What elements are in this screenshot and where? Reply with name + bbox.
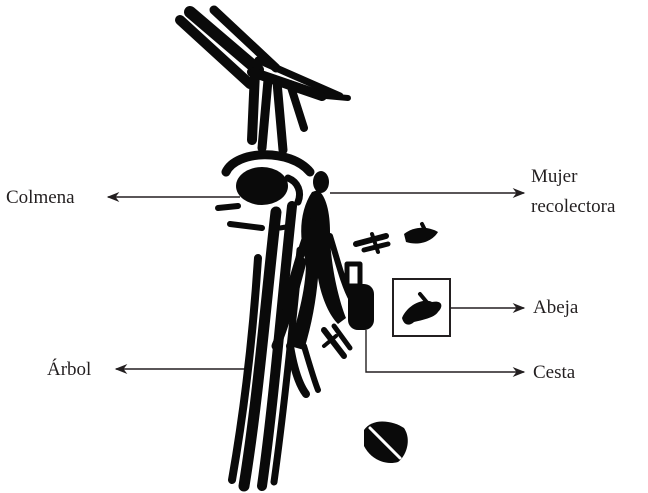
- label-mujer-line2: recolectora: [531, 196, 616, 217]
- bee-upper-right: [404, 224, 438, 244]
- bee-lower: [324, 326, 350, 356]
- label-cesta: Cesta: [533, 362, 576, 383]
- beehive: [218, 155, 310, 228]
- basket: [347, 264, 374, 330]
- label-mujer-line1: Mujer: [531, 166, 578, 187]
- rock-painting: [180, 10, 441, 486]
- bottom-splotch: [364, 422, 408, 464]
- bee-upper-left: [356, 234, 388, 252]
- boxed-bee: [402, 294, 441, 325]
- label-arbol: Árbol: [47, 358, 91, 380]
- upper-branches: [180, 10, 348, 150]
- label-abeja: Abeja: [533, 297, 579, 318]
- label-colmena: Colmena: [6, 187, 75, 208]
